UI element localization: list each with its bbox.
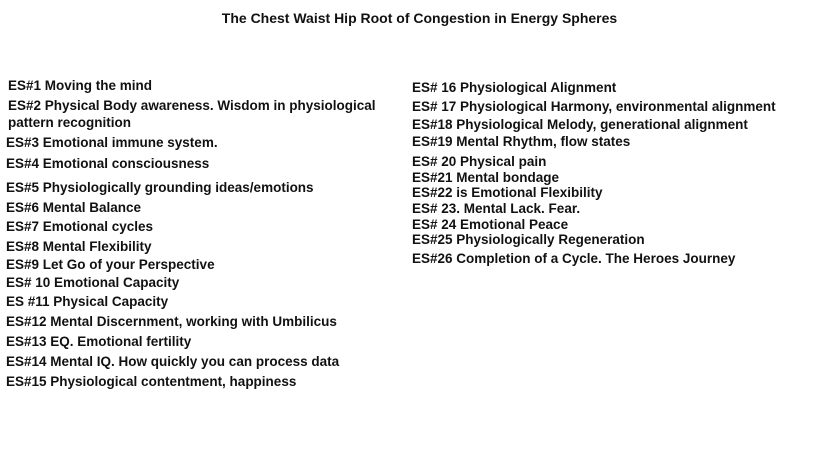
list-item: ES#12 Mental Discernment, working with U… <box>6 314 337 329</box>
document-title: The Chest Waist Hip Root of Congestion i… <box>221 10 618 26</box>
list-item: ES#4 Emotional consciousness <box>6 156 210 171</box>
list-item: ES# 20 Physical pain <box>412 154 547 169</box>
list-item: ES# 10 Emotional Capacity <box>6 275 180 290</box>
list-item: ES#21 Mental bondage <box>412 170 560 185</box>
list-item: ES# 16 Physiological Alignment <box>412 80 617 95</box>
list-item: ES#2 Physical Body awareness. Wisdom in … <box>8 98 376 130</box>
list-item: ES#3 Emotional immune system. <box>6 135 218 150</box>
list-item: ES#14 Mental IQ. How quickly you can pro… <box>6 354 340 369</box>
list-item: ES#15 Physiological contentment, happine… <box>6 374 297 389</box>
list-item: ES#6 Mental Balance <box>6 200 142 215</box>
list-item: ES#1 Moving the mind <box>8 78 153 93</box>
list-item: ES#25 Physiologically Regeneration <box>412 232 645 247</box>
list-item: ES# 24 Emotional Peace <box>412 217 569 232</box>
list-item: ES# 23. Mental Lack. Fear. <box>412 201 581 216</box>
list-item: ES#5 Physiologically grounding ideas/emo… <box>6 180 314 195</box>
list-item: ES#26 Completion of a Cycle. The Heroes … <box>412 251 736 266</box>
list-item: ES#22 is Emotional Flexibility <box>412 185 603 200</box>
list-item: ES#13 EQ. Emotional fertility <box>6 334 192 349</box>
list-item: ES#18 Physiological Melody, generational… <box>412 117 748 132</box>
list-item: ES#9 Let Go of your Perspective <box>6 257 215 272</box>
list-item: ES#7 Emotional cycles <box>6 219 154 234</box>
list-item: ES#8 Mental Flexibility <box>6 239 152 254</box>
list-item: ES#19 Mental Rhythm, flow states <box>412 134 631 149</box>
list-item: ES# 17 Physiological Harmony, environmen… <box>412 99 776 114</box>
list-item: ES #11 Physical Capacity <box>6 294 169 309</box>
